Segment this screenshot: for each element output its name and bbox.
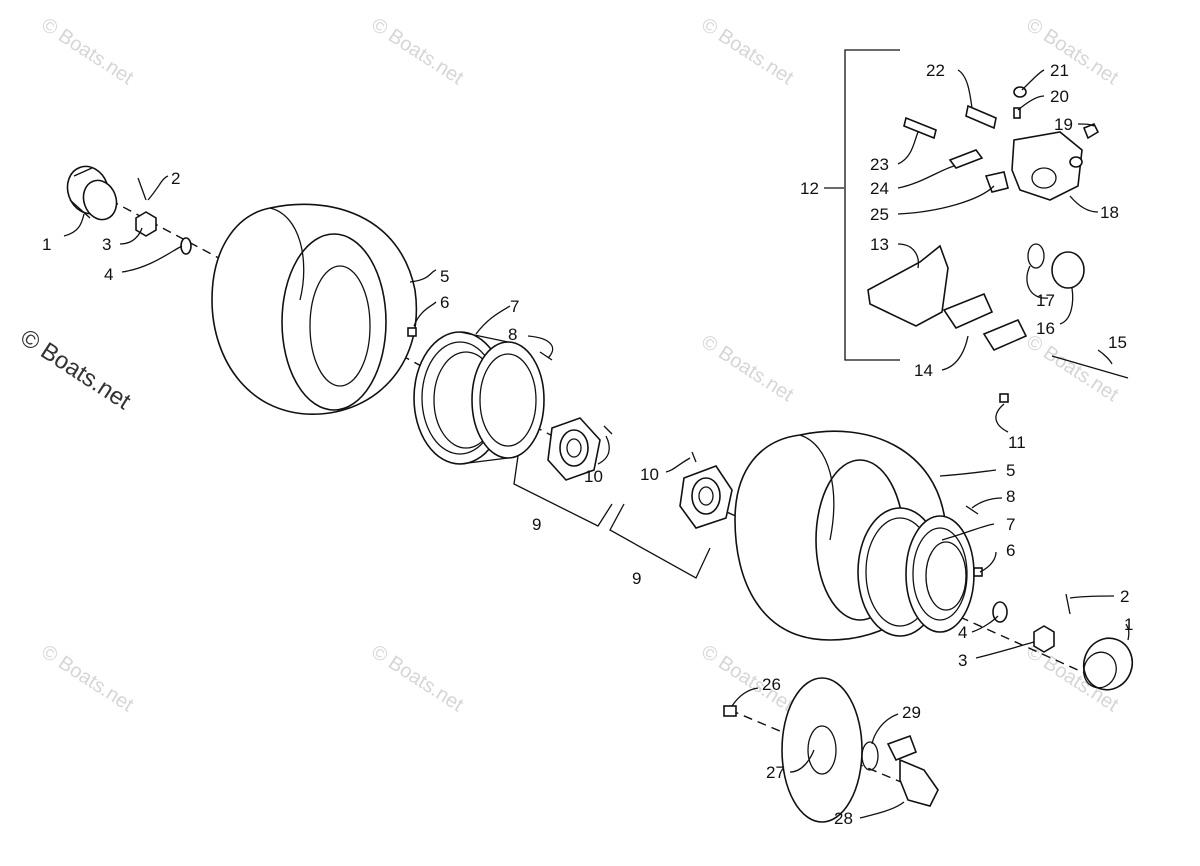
bracket-9-right [609, 503, 711, 579]
callout-4: 4 [958, 623, 967, 642]
callout-3: 3 [958, 651, 967, 670]
cotter-pin-right [1065, 593, 1071, 615]
callout-24: 24 [870, 179, 889, 198]
left-wheel-assembly [66, 165, 613, 527]
clip-25 [984, 171, 1009, 193]
callout-9: 9 [632, 569, 641, 588]
callout-10: 10 [584, 467, 603, 486]
nut-left [135, 211, 157, 237]
nut-right [1033, 625, 1055, 653]
cotter-pin-left [137, 177, 147, 201]
brake-disc [781, 677, 863, 823]
rim-left [413, 331, 545, 465]
leader-lines [63, 69, 1130, 819]
callout-8: 8 [508, 325, 517, 344]
callout-28: 28 [834, 809, 853, 828]
callout-5: 5 [440, 267, 449, 286]
pin-22 [965, 104, 997, 130]
callout-22: 22 [926, 61, 945, 80]
callout-21: 21 [1050, 61, 1069, 80]
callout-1: 1 [1124, 615, 1133, 634]
callout-20: 20 [1050, 87, 1069, 106]
bolt-15 [1051, 355, 1129, 379]
callout-6: 6 [1006, 541, 1015, 560]
callout-7: 7 [1006, 515, 1015, 534]
watermark-text: © Boats.net [697, 641, 797, 717]
right-axle-line [699, 499, 1101, 681]
washer-left [180, 237, 192, 255]
watermark-text: © Boats.net [697, 331, 797, 407]
watermark-text: © Boats.net [367, 14, 467, 90]
screw-20 [1013, 107, 1021, 119]
callout-1: 1 [42, 235, 51, 254]
callout-26: 26 [762, 675, 781, 694]
pin-left [539, 351, 553, 361]
tire-left [211, 203, 418, 415]
callout-13: 13 [870, 235, 889, 254]
callout-18: 18 [1100, 203, 1119, 222]
wheel-hub-right [679, 465, 733, 529]
o-ring-29 [861, 741, 879, 771]
bracket-9-left [513, 455, 613, 527]
callout-19: 19 [1054, 115, 1073, 134]
callout-7: 7 [510, 297, 519, 316]
valve-stem-left [407, 327, 417, 337]
hub-cap-left [66, 165, 118, 221]
callout-4: 4 [104, 265, 113, 284]
spring-24 [948, 149, 984, 169]
watermark-text: © Boats.net [37, 641, 137, 717]
right-wheel-assembly [609, 393, 1134, 691]
brake-pad [942, 292, 994, 330]
valve-stem-right [973, 567, 983, 577]
callout-labels: 1 2 3 4 5 6 7 8 9 10 10 9 11 5 8 7 6 2 1… [42, 61, 1133, 828]
hub-cap-right [1082, 637, 1134, 691]
watermark-text: © Boats.net [367, 641, 467, 717]
disc-bolt [723, 705, 737, 717]
watermark-text: © Boats.net [37, 14, 137, 90]
callout-27: 27 [766, 763, 785, 782]
brake-disc-assembly [723, 677, 939, 823]
rim-right [857, 507, 975, 637]
callout-2: 2 [1120, 587, 1129, 606]
callout-9: 9 [532, 515, 541, 534]
pin-23 [903, 116, 937, 140]
callout-29: 29 [902, 703, 921, 722]
seal-ring [1027, 243, 1045, 269]
callout-14: 14 [914, 361, 933, 380]
callout-10: 10 [640, 465, 659, 484]
brake-pad [982, 318, 1028, 352]
callout-11: 11 [1008, 433, 1026, 452]
pin-right [965, 505, 979, 515]
callout-25: 25 [870, 205, 889, 224]
bleeder-valve [1082, 122, 1100, 140]
caliper-body [1011, 131, 1083, 201]
watermark-text: © Boats.net [1022, 14, 1122, 90]
bracket-12 [844, 49, 900, 361]
callout-6: 6 [440, 293, 449, 312]
rear-hub [886, 734, 939, 807]
caliper-bracket [867, 244, 949, 327]
piston [1051, 251, 1085, 289]
wheel-hub-left [547, 417, 601, 481]
callout-2: 2 [171, 169, 180, 188]
callout-23: 23 [870, 155, 889, 174]
callout-5: 5 [1006, 461, 1015, 480]
callout-16: 16 [1036, 319, 1055, 338]
disc-axis-line [729, 709, 921, 791]
callout-8: 8 [1006, 487, 1015, 506]
brake-caliper-assembly [844, 49, 1129, 379]
callout-12: 12 [800, 179, 819, 198]
callout-17: 17 [1036, 291, 1055, 310]
watermark-text: © Boats.net [697, 14, 797, 90]
stud-left [603, 425, 613, 435]
callout-15: 15 [1108, 333, 1127, 352]
stud-11 [999, 393, 1009, 403]
stud-right [691, 451, 697, 463]
callout-3: 3 [102, 235, 111, 254]
